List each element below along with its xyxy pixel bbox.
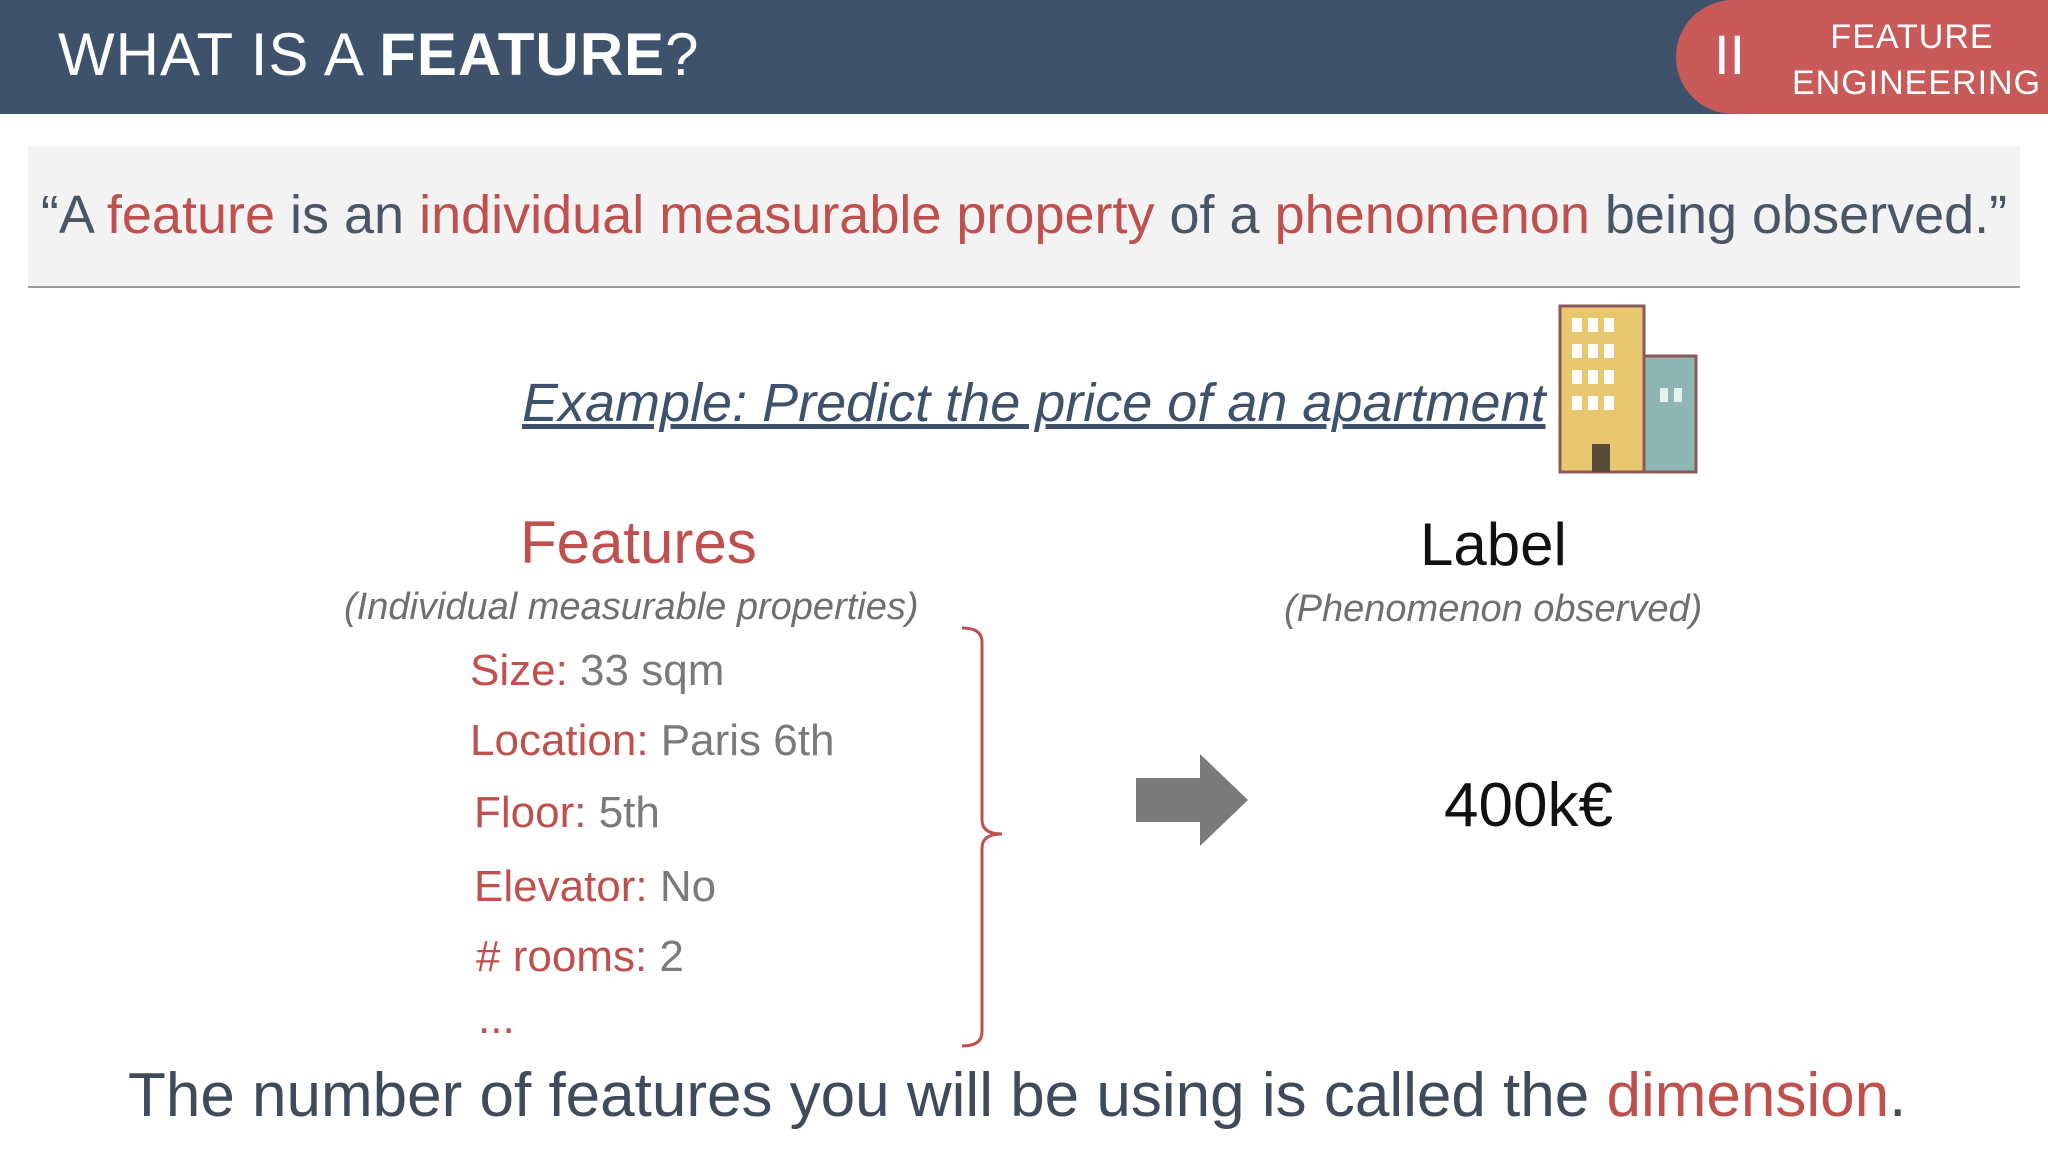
example-heading: Example: Predict the price of an apartme… [522, 373, 1546, 433]
feature-value: 33 sqm [567, 646, 725, 695]
feature-value: Paris 6th [648, 716, 835, 765]
dimension-sentence: The number of features you will be using… [128, 1060, 1906, 1131]
quote-text: is an [275, 185, 420, 245]
title-suffix: ? [665, 21, 700, 88]
right-brace-icon [961, 626, 1003, 1048]
quote-text: “A [40, 185, 107, 245]
definition-quote: “A feature is an individual measurable p… [28, 184, 2020, 246]
section-name-line1: FEATURE [1830, 18, 1994, 56]
feature-item-size: Size: 33 sqm [470, 646, 724, 696]
section-badge: II FEATURE ENGINEERING [1676, 0, 2048, 114]
features-title: Features [520, 509, 757, 576]
label-value: 400k€ [1444, 771, 1613, 840]
feature-value: No [647, 862, 717, 911]
features-ellipsis: ... [478, 994, 515, 1043]
feature-key: # rooms: [476, 932, 648, 981]
feature-item-floor: Floor: 5th [474, 788, 660, 838]
sentence-end: . [1889, 1061, 1907, 1130]
slide-title: WHAT IS A FEATURE? [58, 20, 699, 89]
sentence-text: The number of features you will be using… [128, 1061, 1607, 1130]
feature-key: Floor: [474, 788, 587, 837]
feature-key: Size: [470, 646, 568, 695]
header-bar: WHAT IS A FEATURE? II FEATURE ENGINEERIN… [0, 0, 2048, 114]
sentence-highlight: dimension [1606, 1061, 1890, 1130]
section-name: FEATURE ENGINEERING [1792, 14, 2042, 106]
quote-text: being observed.” [1589, 185, 2008, 245]
section-name-line2: ENGINEERING [1792, 64, 2042, 102]
quote-highlight: feature [106, 185, 276, 245]
definition-box: “A feature is an individual measurable p… [28, 146, 2020, 288]
building-icon [1558, 304, 1698, 474]
features-subtitle: (Individual measurable properties) [344, 586, 919, 628]
title-prefix: WHAT IS A [58, 21, 380, 88]
right-arrow-icon [1136, 754, 1248, 846]
feature-key: Location: [470, 716, 649, 765]
feature-value: 2 [647, 932, 684, 981]
label-title: Label [1420, 511, 1567, 578]
feature-value: 5th [586, 788, 660, 837]
feature-item-elevator: Elevator: No [474, 862, 716, 912]
quote-highlight: phenomenon [1274, 185, 1590, 245]
section-number: II [1714, 23, 1746, 86]
quote-text: of a [1154, 185, 1275, 245]
feature-item-rooms: # rooms: 2 [476, 932, 684, 982]
feature-key: Elevator: [474, 862, 648, 911]
feature-item-location: Location: Paris 6th [470, 716, 834, 766]
quote-highlight: individual measurable property [419, 185, 1155, 245]
title-bold: FEATURE [379, 21, 666, 88]
label-subtitle: (Phenomenon observed) [1284, 588, 1703, 630]
